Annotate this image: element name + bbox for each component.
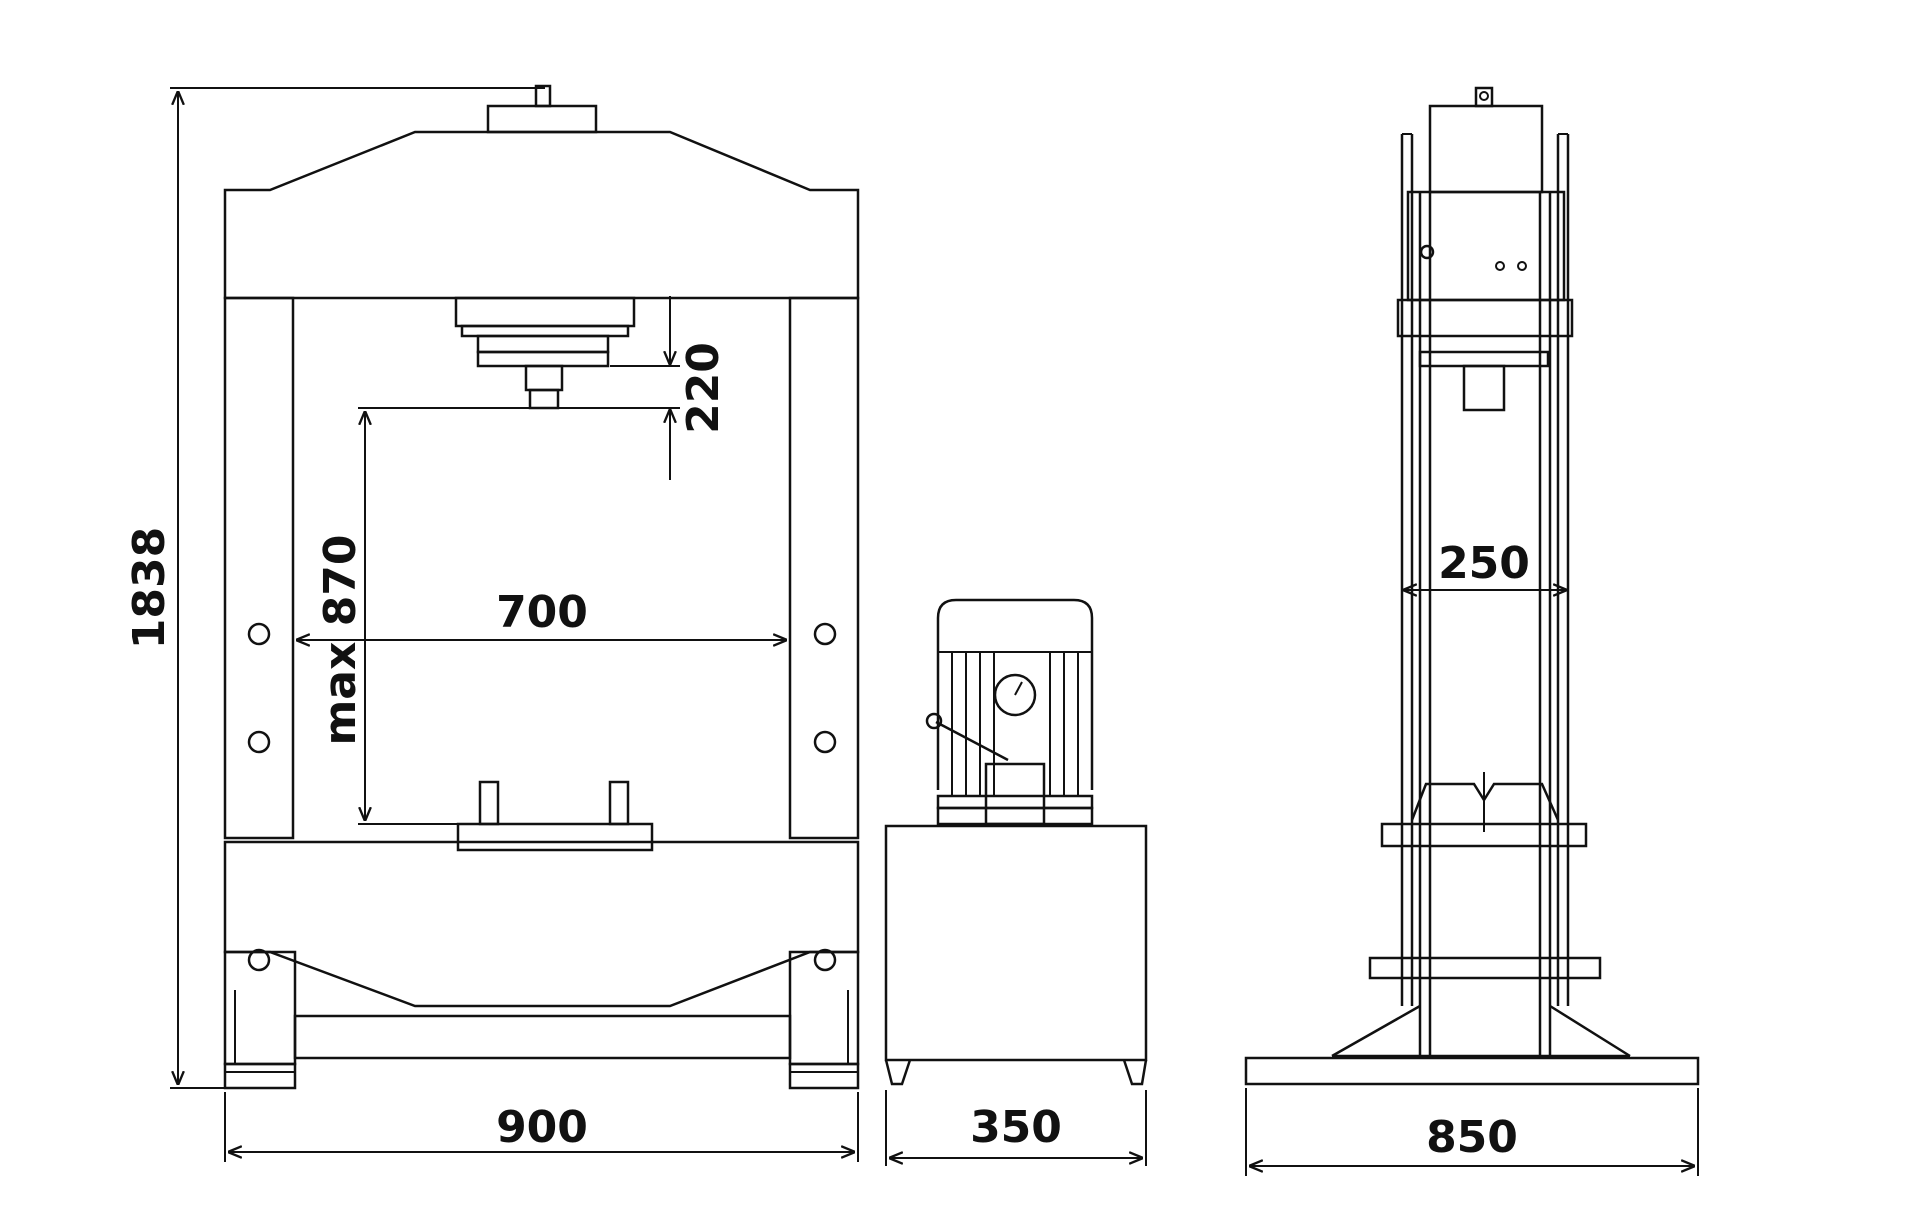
side-crosshead <box>1396 298 1574 338</box>
motor-housing <box>936 598 1094 790</box>
tank-foot <box>1122 1059 1148 1086</box>
top-beam <box>223 130 860 300</box>
pump-lever <box>935 720 1009 762</box>
cross-member <box>293 1014 792 1060</box>
front-dimensions: 1838 220 max 870 700 900 <box>124 87 859 1162</box>
side-gusset <box>1549 1004 1631 1058</box>
ram-body <box>476 334 610 354</box>
side-lower-bar <box>1368 956 1602 980</box>
mount-hole <box>247 622 271 646</box>
oil-port <box>534 84 552 108</box>
bending-block <box>456 822 654 852</box>
press-side-view: 250 850 <box>1244 86 1700 1176</box>
side-piston <box>1462 364 1506 412</box>
ram-flange <box>454 296 636 328</box>
lever-knob <box>925 712 943 730</box>
side-cylinder <box>1428 104 1544 194</box>
mount-hole <box>813 622 837 646</box>
height-label: 1838 <box>124 527 175 649</box>
inner-width-label: 700 <box>496 587 588 638</box>
press-front-view <box>223 84 860 1090</box>
tank-foot <box>884 1059 912 1086</box>
pump-width-label: 350 <box>970 1102 1062 1153</box>
table-pin <box>608 780 630 826</box>
right-foot <box>788 1062 860 1090</box>
mount-hole <box>247 948 271 972</box>
motor-mount <box>936 806 1094 826</box>
hydraulic-pump-unit: 350 <box>884 598 1148 1166</box>
base-depth-label: 850 <box>1426 1112 1518 1163</box>
table-pin <box>478 780 500 826</box>
mount-hole <box>247 730 271 754</box>
mount-hole <box>813 730 837 754</box>
ram-base <box>476 350 610 368</box>
motor-base <box>936 794 1094 810</box>
oil-tank <box>884 824 1148 1062</box>
side-table <box>1380 822 1588 848</box>
valve-block <box>984 762 1046 826</box>
side-gusset <box>1331 1004 1421 1058</box>
motor-fins <box>951 652 1079 796</box>
piston-rod <box>524 364 564 392</box>
stroke-label: 220 <box>678 342 729 434</box>
frame-width-label: 900 <box>496 1102 588 1153</box>
side-ram-base <box>1418 350 1550 368</box>
left-column <box>223 296 295 840</box>
side-columns <box>1400 133 1570 1058</box>
left-foot <box>223 1062 297 1090</box>
cylinder-cap <box>486 104 598 134</box>
column-gap-label: 250 <box>1438 538 1530 589</box>
ram-plate <box>460 324 630 338</box>
right-column <box>788 296 860 840</box>
piston-tip <box>528 388 560 410</box>
side-base-plate <box>1244 1056 1700 1086</box>
side-oil-port <box>1474 86 1494 108</box>
lower-beam <box>223 840 860 1008</box>
pressure-gauge-icon <box>993 673 1037 717</box>
mount-hole <box>813 948 837 972</box>
